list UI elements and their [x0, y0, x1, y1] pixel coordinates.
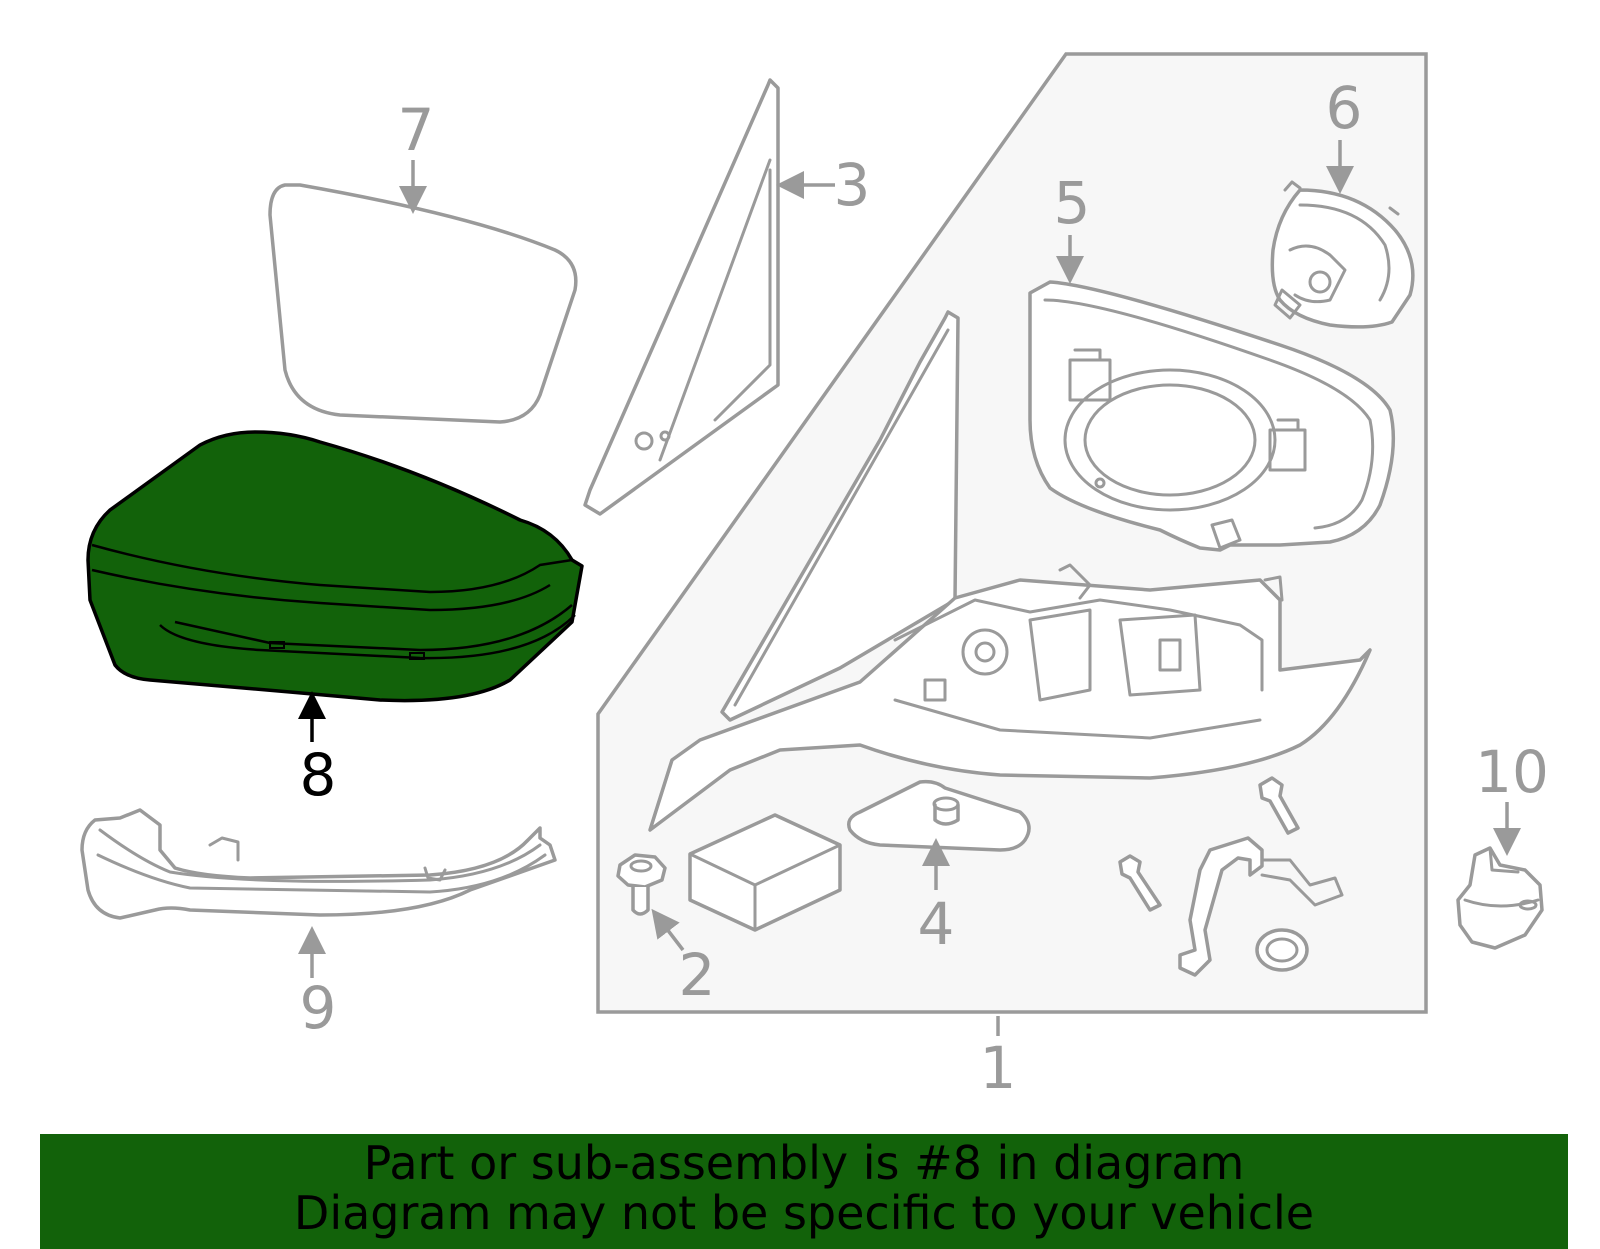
- callout-3[interactable]: 3: [834, 151, 871, 219]
- assembly-box: [596, 52, 1428, 1014]
- callout-5[interactable]: 5: [1054, 169, 1091, 237]
- part-2-screw[interactable]: [616, 853, 667, 916]
- callout-8[interactable]: 8: [300, 741, 337, 809]
- callout-2[interactable]: 2: [679, 941, 716, 1009]
- part-1-wire-harness[interactable]: [1178, 836, 1344, 977]
- callout-10[interactable]: 10: [1475, 738, 1549, 806]
- callout-9[interactable]: 9: [300, 974, 337, 1042]
- info-banner: Part or sub-assembly is #8 in diagram Di…: [40, 1134, 1568, 1249]
- callout-1[interactable]: 1: [980, 1034, 1017, 1102]
- part-1-mirror-base[interactable]: [648, 310, 1372, 832]
- part-4-bracket[interactable]: [847, 779, 1031, 852]
- banner-line-1: Part or sub-assembly is #8 in diagram: [363, 1136, 1245, 1190]
- part-5-housing-frame[interactable]: [1028, 280, 1396, 552]
- callout-7[interactable]: 7: [398, 96, 435, 164]
- part-1-foam-block[interactable]: [688, 813, 842, 932]
- banner-line-2: Diagram may not be specific to your vehi…: [293, 1186, 1315, 1240]
- callout-6[interactable]: 6: [1326, 74, 1363, 142]
- part-3-trim[interactable]: [583, 78, 780, 516]
- part-6-motor[interactable]: [1270, 180, 1415, 329]
- callout-4[interactable]: 4: [918, 890, 955, 958]
- part-9-turn-signal[interactable]: [80, 808, 557, 920]
- leader-2: [651, 908, 685, 952]
- part-7-mirror-glass[interactable]: [268, 183, 578, 424]
- part-10-sensor[interactable]: [1456, 846, 1544, 950]
- part-8-mirror-cover[interactable]: [86, 430, 584, 703]
- part-1-bolts[interactable]: [1118, 776, 1300, 912]
